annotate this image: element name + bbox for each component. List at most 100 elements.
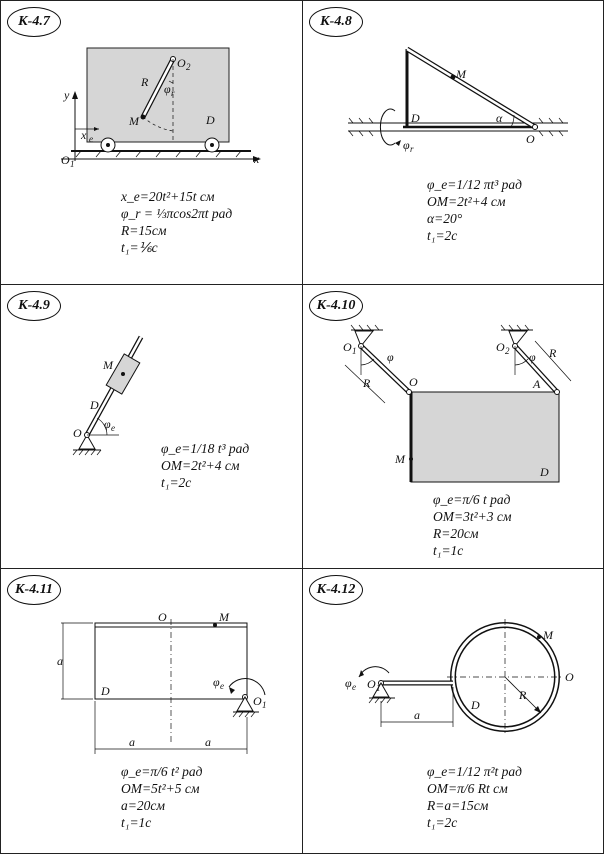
diagram-k-4-10: O 1 φ R O O 2 φ R A M D <box>343 324 572 483</box>
formula-line: t₁=1с <box>121 815 152 830</box>
label-o2: O <box>177 56 186 70</box>
label-a-left: a <box>57 654 63 668</box>
label-o: O <box>73 426 82 440</box>
plate <box>410 391 560 483</box>
point-m <box>409 457 413 461</box>
label-m: M <box>102 358 114 372</box>
formula-line: R=15см <box>121 223 167 238</box>
label-a1: a <box>129 735 135 749</box>
label-m: M <box>542 628 554 642</box>
panel-k-4-8: К-4.8 M D α O φ r φ_e=1/12 πt³ рад OM=2t… <box>302 0 604 285</box>
label-x: x <box>253 152 260 166</box>
label-m: M <box>218 610 230 624</box>
label-o1-sub: 1 <box>262 700 267 710</box>
panel-k-4-9: К-4.9 M D O φ e φ_e=1/18 t³ рад OM=2t²+4… <box>0 284 303 569</box>
formula-line: OM=3t²+3 см <box>433 509 512 524</box>
label-alpha: α <box>496 111 503 125</box>
label-o1-sub: 1 <box>70 159 75 169</box>
label-d: D <box>89 398 99 412</box>
formula-line: t₁=2с <box>427 228 458 243</box>
point-m <box>213 623 217 627</box>
formula-block: φ_e=1/12 π²t рад OM=π/6 Rt см R=a=15см t… <box>427 763 522 831</box>
label-o1: O <box>367 677 376 691</box>
label-phi-sub: e <box>111 423 115 433</box>
label-phi-sub: r <box>410 144 414 154</box>
label-phi: φ <box>164 82 171 96</box>
label-a2: a <box>205 735 211 749</box>
plate <box>86 47 230 143</box>
formula-line: a=20см <box>121 798 165 813</box>
formula-line: φ_e=π/6 t рад <box>433 492 511 507</box>
problem-id: К-4.12 <box>309 575 363 605</box>
formula-line: R=a=15см <box>427 798 489 813</box>
label-o1-sub: 1 <box>376 683 381 693</box>
label-o1: O <box>61 153 70 167</box>
formula-block: φ_e=π/6 t² рад OM=5t²+5 см a=20см t₁=1с <box>121 763 202 831</box>
formula-line: φ_e=1/18 t³ рад <box>161 441 250 456</box>
panel-k-4-11: К-4.11 O M a D φ e O 1 a a φ_e=π/6 t² ра… <box>0 568 303 854</box>
label-phi1: φ <box>387 350 394 364</box>
problem-id: К-4.7 <box>7 7 61 37</box>
label-o: O <box>526 132 535 146</box>
formula-line: φ_e=1/12 π²t рад <box>427 764 522 779</box>
formula-block: x_e=20t²+15t см φ_r = ⅓πcos2πt рад R=15с… <box>121 188 232 256</box>
formula-line: α=20° <box>427 211 463 226</box>
diagram-k-4-12: M O φ e O 1 R D a <box>345 619 574 735</box>
label-r: R <box>140 75 149 89</box>
label-d: D <box>539 465 549 479</box>
label-d: D <box>470 698 480 712</box>
formula-line: t₁=⅙с <box>121 240 158 255</box>
label-o1: O <box>253 694 262 708</box>
label-phi: φ <box>104 417 111 431</box>
label-r1: R <box>362 376 371 390</box>
formula-line: x_e=20t²+15t см <box>121 189 215 204</box>
formula-line: φ_e=1/12 πt³ рад <box>427 177 522 192</box>
problem-id: К-4.11 <box>7 575 61 605</box>
label-phi: φ <box>213 675 220 689</box>
label-o: O <box>158 610 167 624</box>
label-o2-sub: 2 <box>186 62 191 72</box>
point-m <box>537 635 541 639</box>
formula-line: OM=2t²+4 см <box>161 458 240 473</box>
label-o1-sub: 1 <box>352 346 357 356</box>
radius <box>504 676 542 714</box>
label-r: R <box>518 688 527 702</box>
label-m: M <box>394 452 406 466</box>
diagram-k-4-11: O M a D φ e O 1 a a <box>57 610 267 754</box>
formula-block: φ_e=π/6 t рад OM=3t²+3 см R=20см t₁=1с <box>433 491 512 559</box>
label-o: O <box>565 670 574 684</box>
panel-k-4-7: К-4.7 y x x e O 2 R φ <box>0 0 303 285</box>
support-o <box>78 433 96 450</box>
label-m: M <box>455 67 467 81</box>
formula-line: OM=π/6 Rt см <box>427 781 508 796</box>
label-m: M <box>128 114 140 128</box>
diagram-k-4-8: M D α O φ r <box>348 46 568 154</box>
label-xe-sub: e <box>89 134 93 144</box>
label-a: a <box>414 708 420 722</box>
problem-id: К-4.9 <box>7 291 61 321</box>
label-o2-sub: 2 <box>505 346 510 356</box>
formula-line: R=20см <box>433 526 479 541</box>
panel-k-4-10: К-4.10 O 1 φ R O O 2 φ <box>302 284 604 569</box>
label-phi-sub: r <box>171 88 175 98</box>
formula-line: φ_e=π/6 t² рад <box>121 764 203 779</box>
label-o: O <box>409 375 418 389</box>
point-m <box>450 74 456 80</box>
label-y: y <box>63 88 70 102</box>
problem-id: К-4.8 <box>309 7 363 37</box>
label-phi-sub: e <box>352 682 356 692</box>
panel-k-4-12: К-4.12 M O φ e O 1 R D a φ_e=1/12 π²t ра… <box>302 568 604 854</box>
label-d: D <box>205 113 215 127</box>
formula-line: t₁=2с <box>161 475 192 490</box>
formula-block: φ_e=1/18 t³ рад OM=2t²+4 см t₁=2с <box>161 440 249 491</box>
formula-line: t₁=2с <box>427 815 458 830</box>
formula-block: φ_e=1/12 πt³ рад OM=2t²+4 см α=20° t₁=2с <box>427 176 522 244</box>
label-phi2: φ <box>529 350 536 364</box>
label-d: D <box>410 111 420 125</box>
label-xe: x <box>80 128 87 142</box>
label-o1: O <box>343 340 352 354</box>
point-o <box>532 124 538 130</box>
label-o2: O <box>496 340 505 354</box>
diagram-k-4-9: M D O φ e <box>72 335 144 456</box>
label-phi: φ <box>345 676 352 690</box>
